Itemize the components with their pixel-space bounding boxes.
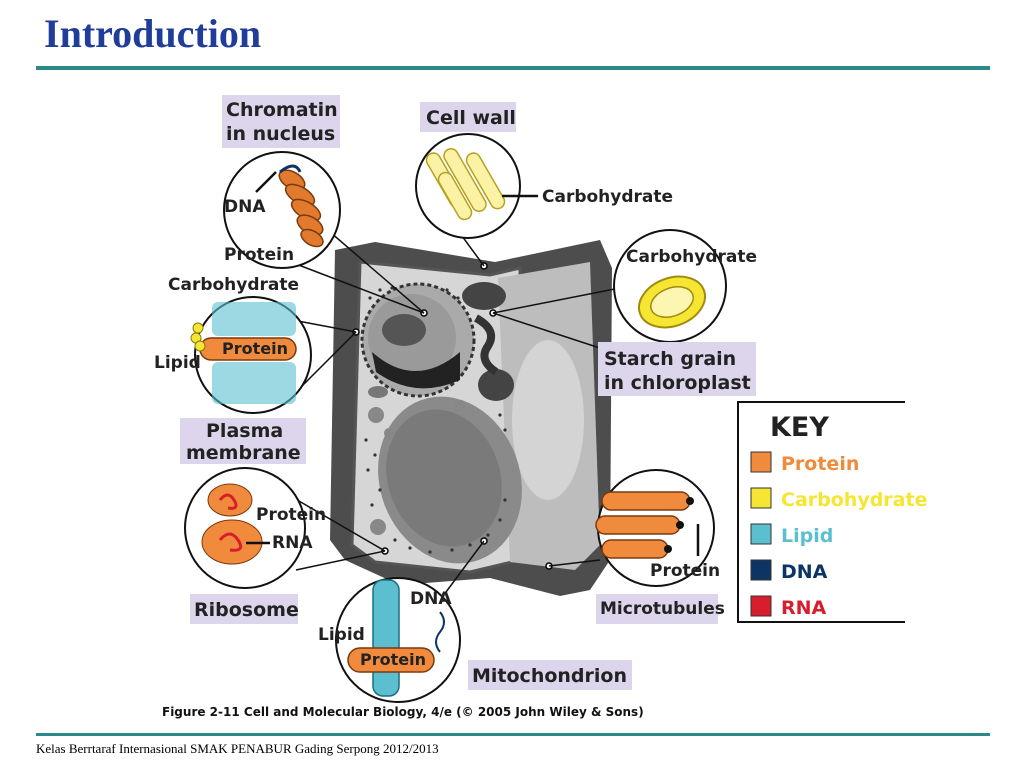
svg-text:Protein: Protein	[650, 561, 720, 581]
svg-text:in nucleus: in nucleus	[226, 123, 335, 145]
footer-text: Kelas Berrtaraf Internasional SMAK PENAB…	[36, 741, 439, 756]
svg-text:Lipid: Lipid	[154, 353, 201, 373]
svg-text:Chromatin: Chromatin	[226, 99, 338, 121]
svg-text:Carbohydrate: Carbohydrate	[542, 187, 673, 207]
key-swatch-dna	[750, 559, 772, 581]
starch-inset: Carbohydrate Starch grain in chloroplast	[598, 229, 757, 396]
svg-text:Protein: Protein	[360, 650, 426, 669]
chromatin-inset: Chromatin in nucleus DNA Protein	[222, 95, 341, 269]
svg-text:Microtubules: Microtubules	[600, 599, 725, 619]
svg-text:Protein: Protein	[222, 339, 288, 358]
key-swatch-lipid	[750, 523, 772, 545]
svg-text:Lipid: Lipid	[318, 625, 365, 645]
cell-wall-inset: Cell wall Carbohydrate	[415, 102, 673, 239]
svg-text:Starch grain: Starch grain	[604, 348, 736, 370]
key-swatch-protein	[750, 451, 772, 473]
svg-text:Protein: Protein	[256, 505, 326, 525]
svg-text:in chloroplast: in chloroplast	[604, 372, 751, 394]
figure-caption: Figure 2-11 Cell and Molecular Biology, …	[162, 705, 644, 719]
pointer-lines	[279, 231, 631, 593]
key-label-dna: DNA	[781, 561, 828, 583]
microtubules-inset: Protein Microtubules	[595, 469, 725, 624]
svg-text:RNA: RNA	[272, 533, 313, 553]
key-label-rna: RNA	[781, 597, 827, 619]
svg-text:DNA: DNA	[224, 197, 266, 217]
key-label-carbohydrate: Carbohydrate	[781, 489, 927, 511]
svg-text:DNA: DNA	[410, 589, 452, 609]
plasma-membrane-inset: Carbohydrate Protein Lipid Plasma membra…	[154, 275, 312, 464]
key-title: KEY	[770, 412, 829, 443]
footer-divider	[36, 733, 990, 736]
key-label-protein: Protein	[781, 453, 859, 475]
key-swatch-carbohydrate	[750, 487, 772, 509]
svg-text:Mitochondrion: Mitochondrion	[472, 665, 627, 687]
svg-text:Ribosome: Ribosome	[194, 599, 299, 621]
svg-text:Plasma: Plasma	[206, 420, 283, 442]
key-label-lipid: Lipid	[781, 525, 833, 547]
svg-text:membrane: membrane	[186, 442, 301, 464]
svg-text:Carbohydrate: Carbohydrate	[626, 247, 757, 267]
slide-title: Introduction	[44, 11, 262, 56]
svg-text:Protein: Protein	[224, 245, 294, 265]
svg-text:Carbohydrate: Carbohydrate	[168, 275, 299, 295]
ribosome-inset: Protein RNA Ribosome	[184, 467, 326, 624]
title-divider	[36, 66, 990, 70]
mitochondrion-inset: Protein DNA Lipid Mitochondrion	[318, 577, 632, 703]
svg-text:Cell wall: Cell wall	[426, 107, 516, 129]
key-swatch-rna	[750, 595, 772, 617]
